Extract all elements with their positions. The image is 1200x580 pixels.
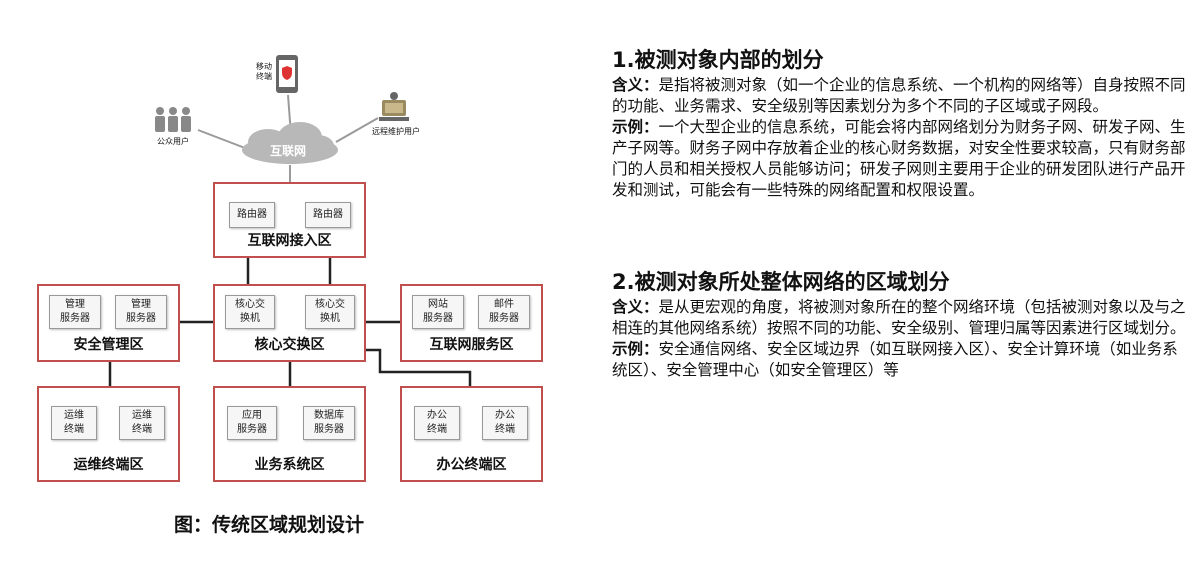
mobile-icon	[276, 55, 298, 93]
meaning-text: 是指将被测对象（如一个企业的信息系统、一个机构的网络等）自身按照不同的功能、业务…	[612, 76, 1186, 115]
example-text: 一个大型企业的信息系统，可能会将内部网络划分为财务子网、研发子网、生产子网等。财…	[612, 118, 1186, 199]
zone-title: 互联网服务区	[429, 337, 514, 353]
router-device: 路由器	[229, 202, 275, 228]
zone-internet-access: 路由器 路由器 互联网接入区	[213, 182, 366, 258]
mobile-label: 移动 终端	[256, 62, 272, 81]
cloud-icon	[242, 122, 338, 164]
section2-meaning: 含义：是从更宏观的角度，将被测对象所在的整个网络环境（包括被测对象以及与之相连的…	[612, 297, 1187, 339]
office-terminal-device: 办公 终端	[414, 406, 460, 440]
office-terminal-device: 办公 终端	[482, 406, 528, 440]
users-icon	[155, 107, 191, 132]
zone-internet-service: 网站 服务器 邮件 服务器 互联网服务区	[400, 284, 543, 362]
meaning-label: 含义：	[612, 298, 659, 316]
web-server-device: 网站 服务器	[412, 295, 464, 329]
zone-title: 业务系统区	[254, 457, 325, 473]
remote-users-label: 远程维护用户	[372, 127, 420, 136]
link-remote-internet	[335, 117, 379, 143]
example-label: 示例：	[612, 118, 659, 136]
public-users-label: 公众用户	[157, 137, 189, 146]
ops-terminal-device: 运维 终端	[119, 406, 165, 440]
zone-title: 办公终端区	[436, 457, 507, 473]
network-zone-diagram: 移动 终端 公众用户 远程维护用户 互联网 路由器 路由器 互联网接入区 核心交…	[37, 55, 543, 536]
link-core-office	[366, 348, 472, 386]
core-switch-device: 核心交 换机	[305, 295, 355, 329]
example-label: 示例：	[612, 340, 659, 358]
zone-office-terminal: 办公 终端 办公 终端 办公终端区	[400, 386, 543, 482]
mgmt-server-device: 管理 服务器	[115, 295, 167, 329]
app-server-device: 应用 服务器	[227, 406, 277, 440]
section2-example: 示例：安全通信网络、安全区域边界（如互联网接入区）、安全计算环境（如业务系统区）…	[612, 339, 1187, 381]
mgmt-server-device: 管理 服务器	[49, 295, 101, 329]
zone-security-mgmt: 管理 服务器 管理 服务器 安全管理区	[37, 284, 180, 362]
ops-terminal-device: 运维 终端	[51, 406, 97, 440]
section-spacer	[612, 201, 1187, 267]
zone-core-switch: 核心交 换机 核心交 换机 核心交换区	[213, 284, 366, 362]
remote-user-icon	[379, 92, 409, 121]
section1-title: 1.被测对象内部的划分	[612, 48, 824, 72]
router-device: 路由器	[305, 202, 351, 228]
zone-ops-terminal: 运维 终端 运维 终端 运维终端区	[37, 386, 180, 482]
core-switch-device: 核心交 换机	[225, 295, 275, 329]
zone-title: 核心交换区	[254, 337, 325, 353]
diagram-lines	[108, 55, 472, 386]
figure-caption: 图：传统区域规划设计	[174, 514, 365, 536]
link-public-internet	[197, 129, 246, 149]
section1-example: 示例：一个大型企业的信息系统，可能会将内部网络划分为财务子网、研发子网、生产子网…	[612, 117, 1187, 201]
text-panel: 1.被测对象内部的划分 含义：是指将被测对象（如一个企业的信息系统、一个机构的网…	[612, 45, 1187, 381]
zone-title: 互联网接入区	[247, 233, 332, 249]
zone-business-system: 应用 服务器 数据库 服务器 业务系统区	[213, 386, 366, 482]
mail-server-device: 邮件 服务器	[478, 295, 530, 329]
zone-title: 安全管理区	[73, 337, 144, 353]
internet-label: 互联网	[270, 144, 307, 158]
meaning-label: 含义：	[612, 76, 659, 94]
section2-title: 2.被测对象所处整体网络的区域划分	[612, 270, 950, 294]
db-server-device: 数据库 服务器	[303, 406, 355, 440]
example-text: 安全通信网络、安全区域边界（如互联网接入区）、安全计算环境（如业务系统区）、安全…	[612, 340, 1178, 379]
zone-title: 运维终端区	[73, 457, 144, 473]
meaning-text: 是从更宏观的角度，将被测对象所在的整个网络环境（包括被测对象以及与之相连的其他网…	[612, 298, 1186, 337]
section1-meaning: 含义：是指将被测对象（如一个企业的信息系统、一个机构的网络等）自身按照不同的功能…	[612, 75, 1187, 117]
